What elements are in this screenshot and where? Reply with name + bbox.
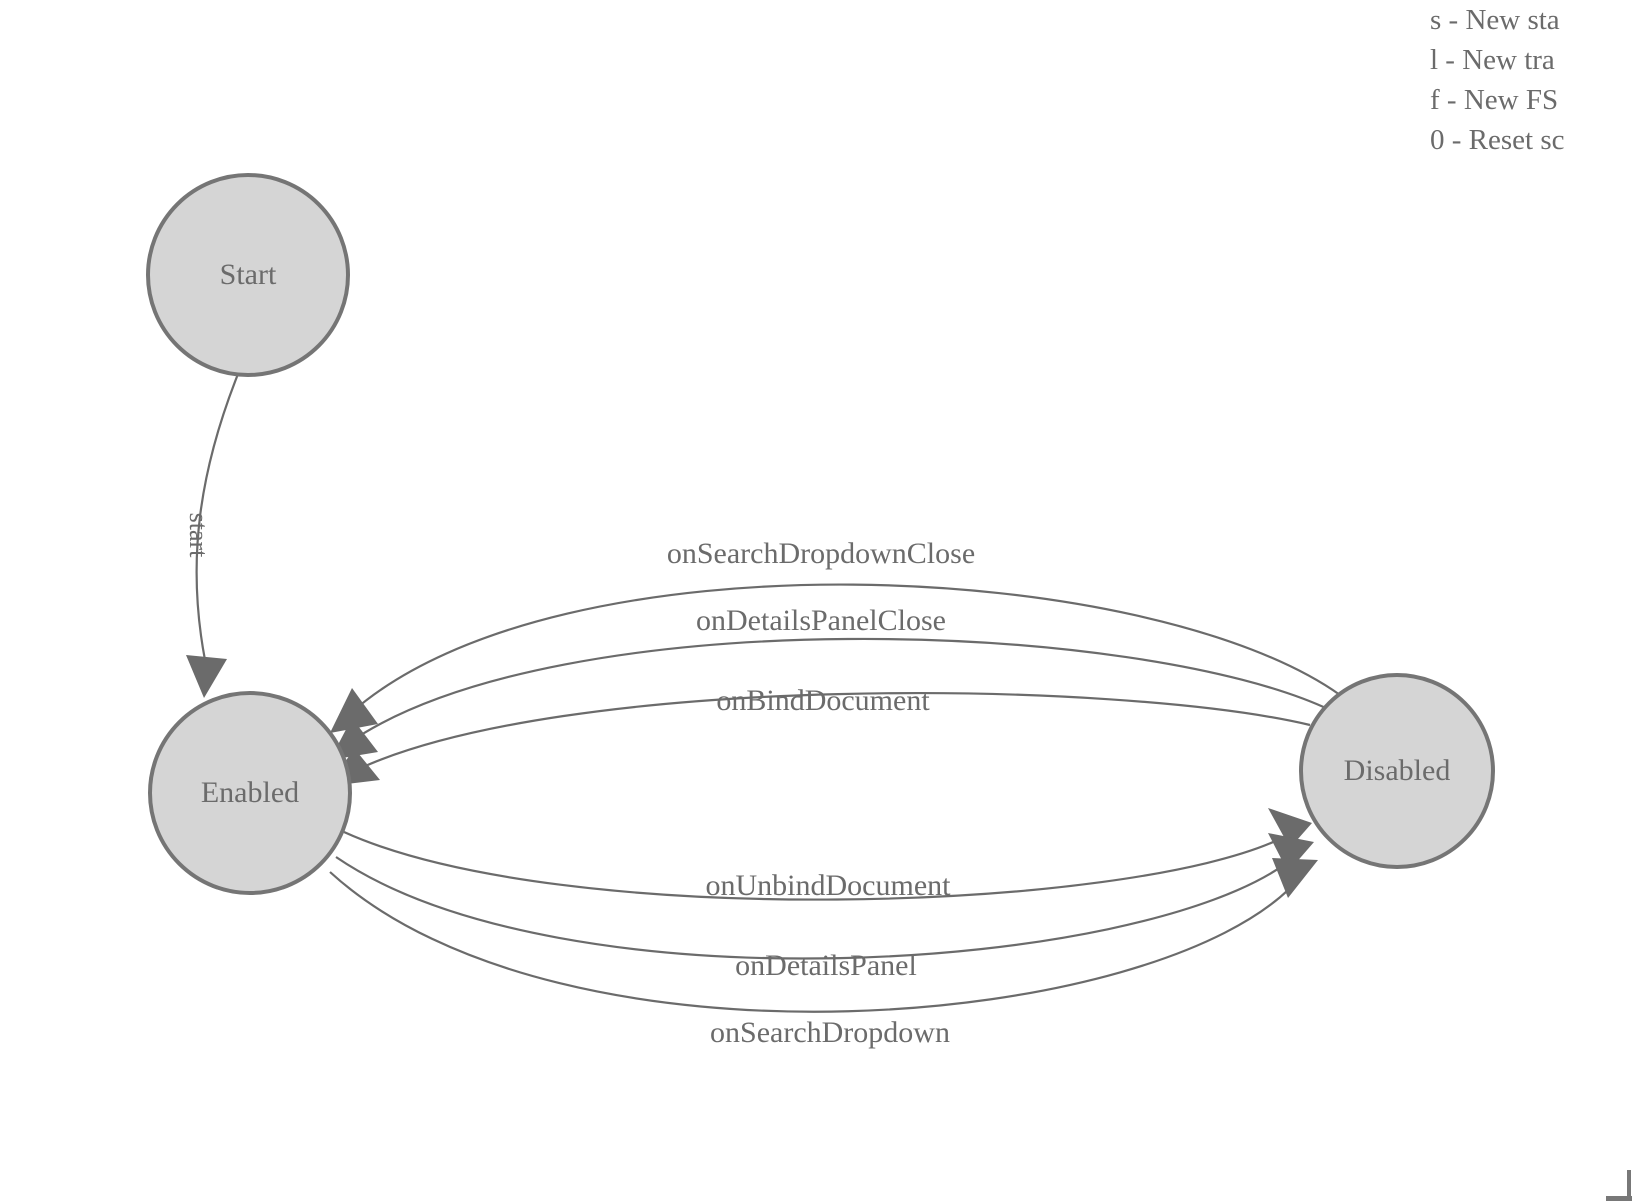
help-line-new-transition: l - New tra xyxy=(1430,44,1555,76)
state-circle xyxy=(148,691,352,895)
state-node-start[interactable]: Start xyxy=(146,173,350,377)
help-line-new-state: s - New sta xyxy=(1430,4,1560,36)
keyboard-shortcuts-help: s - New sta l - New tra f - New FS 0 - R… xyxy=(1430,0,1632,170)
help-line-new-fsm: f - New FS xyxy=(1430,84,1559,116)
arrowhead-icon xyxy=(1268,833,1314,872)
transition-path xyxy=(351,583,1341,713)
arrowhead-icon xyxy=(186,655,227,698)
transition-label: onUnbindDocument xyxy=(706,869,952,902)
transition-path xyxy=(351,692,1311,773)
transition-path xyxy=(329,871,1297,1013)
transition-path xyxy=(335,856,1289,960)
transition-onunbinddocument[interactable]: onUnbindDocument xyxy=(343,808,1312,902)
state-label: Disabled xyxy=(1344,754,1451,787)
transition-onsearchdropdownclose[interactable]: onSearchDropdownClose xyxy=(330,537,1341,733)
transition-path xyxy=(349,637,1331,743)
transition-label: onBindDocument xyxy=(716,684,930,717)
transition-ondetailspanel[interactable]: onDetailsPanel xyxy=(335,833,1314,982)
help-line-reset: 0 - Reset sc xyxy=(1430,124,1565,156)
arrowhead-icon xyxy=(1268,808,1312,848)
transition-label: onDetailsPanelClose xyxy=(696,604,946,637)
transition-label: onSearchDropdownClose xyxy=(667,537,975,570)
transition-path xyxy=(195,373,240,661)
transition-label: start xyxy=(184,513,213,559)
panel-corner-rule-vertical xyxy=(1627,1170,1631,1200)
arrowhead-icon xyxy=(1272,858,1318,898)
transition-label: onSearchDropdown xyxy=(710,1016,950,1049)
arrowhead-icon xyxy=(330,688,378,733)
transition-path xyxy=(343,830,1283,901)
transition-start-to-enabled[interactable]: start xyxy=(184,373,240,698)
state-circle xyxy=(1299,673,1495,869)
state-label: Enabled xyxy=(201,776,299,809)
transition-label: onDetailsPanel xyxy=(735,949,917,982)
state-label: Start xyxy=(220,258,277,291)
transition-ondetailspanelclose[interactable]: onDetailsPanelClose xyxy=(330,604,1331,760)
transition-onsearchdropdown[interactable]: onSearchDropdown xyxy=(329,858,1318,1049)
panel-corner-rule-horizontal xyxy=(1606,1196,1632,1201)
state-circle xyxy=(146,173,350,377)
state-node-enabled[interactable]: Enabled xyxy=(148,691,352,895)
transition-onbinddocument[interactable]: onBindDocument xyxy=(330,684,1311,786)
state-node-disabled[interactable]: Disabled xyxy=(1299,673,1495,869)
